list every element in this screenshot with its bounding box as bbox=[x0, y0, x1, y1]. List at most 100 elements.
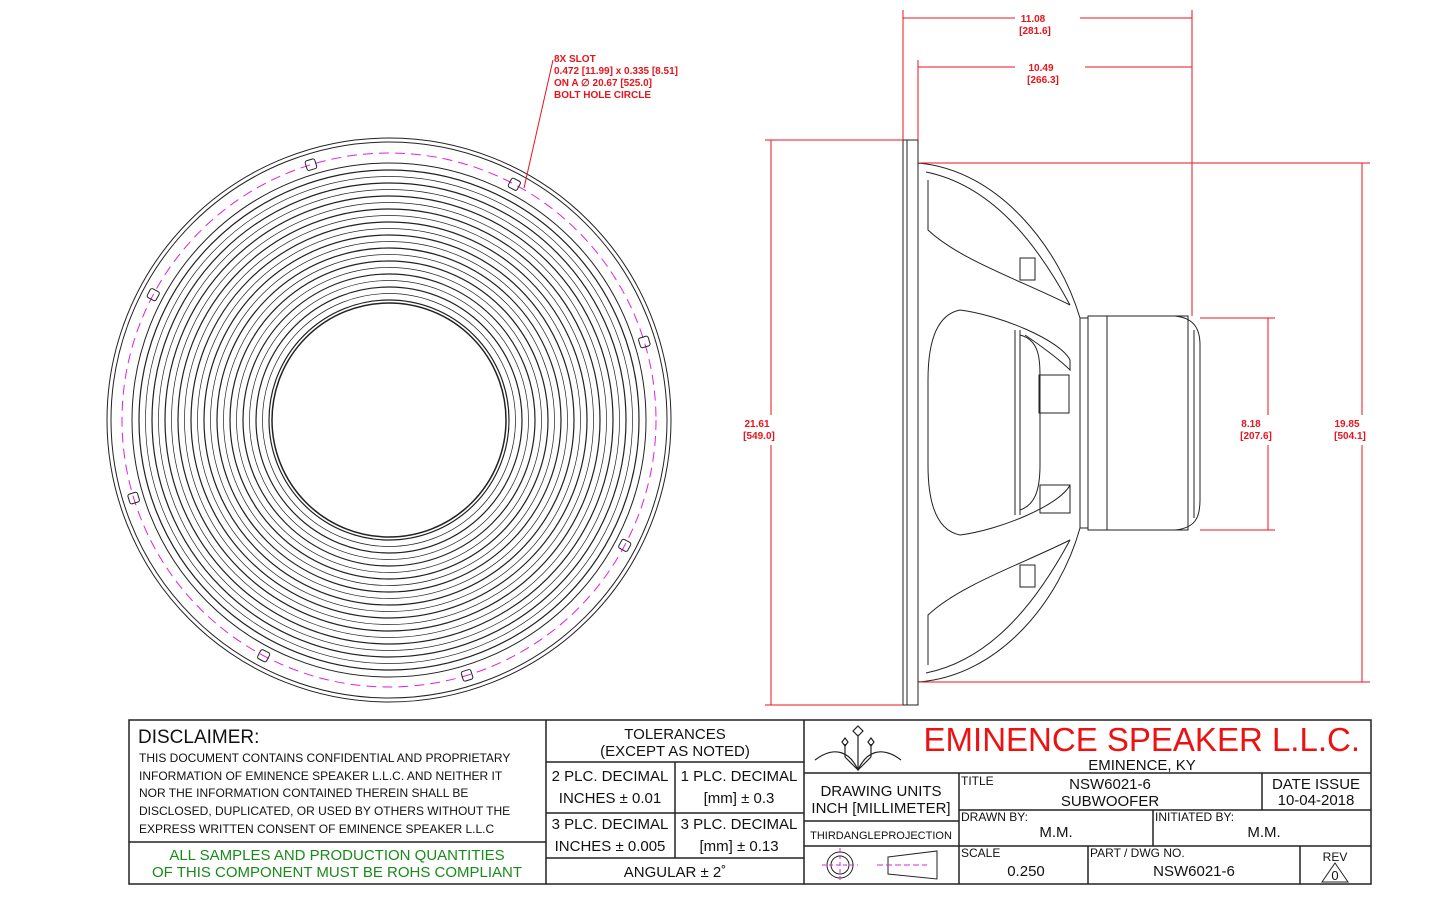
cone-ring bbox=[268, 299, 510, 541]
disclaimer-line: INFORMATION OF EMINENCE SPEAKER L.L.C. A… bbox=[139, 769, 503, 783]
part-description: SUBWOOFER bbox=[1061, 793, 1160, 810]
drawn-by-label: DRAWN BY: bbox=[961, 810, 1028, 824]
bolt-slot bbox=[638, 335, 651, 349]
dim-overall-depth-mm: [281.6] bbox=[1019, 26, 1051, 37]
tol-3plc-mm-label: 3 PLC. DECIMAL bbox=[681, 816, 798, 833]
tolerances-heading: TOLERANCES bbox=[624, 726, 725, 743]
cone-ring bbox=[197, 228, 581, 612]
rev-triangle bbox=[1321, 862, 1349, 883]
tol-3plc-mm-value: [mm] ± 0.13 bbox=[699, 838, 778, 855]
bolt-slot bbox=[460, 669, 474, 682]
bolt-slot bbox=[507, 177, 521, 191]
slot-desc: BOLT HOLE CIRCLE bbox=[554, 90, 651, 101]
side-view bbox=[902, 139, 1201, 706]
slot-size: 0.472 [11.99] x 0.335 [8.51] bbox=[554, 66, 678, 77]
dust-cap-edge bbox=[271, 302, 507, 538]
cone-ring bbox=[242, 273, 536, 567]
rev-value: 0 bbox=[1331, 868, 1338, 883]
tol-1plc-label: 1 PLC. DECIMAL bbox=[681, 768, 798, 785]
dim-overall-diameter: 21.61 bbox=[744, 419, 769, 430]
cone-ring bbox=[203, 234, 575, 606]
title-block: DISCLAIMER: THIS DOCUMENT CONTAINS CONFI… bbox=[128, 719, 1372, 885]
drawing-units-label: DRAWING UNITS bbox=[820, 783, 941, 800]
cone-ring bbox=[255, 286, 523, 554]
third-angle-projection-icon bbox=[822, 848, 938, 882]
cone-ring bbox=[216, 247, 562, 593]
cone-ring bbox=[151, 182, 627, 658]
front-view bbox=[106, 137, 672, 703]
cone-ring bbox=[190, 221, 588, 619]
tol-2plc-label: 2 PLC. DECIMAL bbox=[552, 768, 669, 785]
projection-label: THIRDANGLEPROJECTION bbox=[810, 830, 952, 842]
dim-basket-depth-mm: [266.3] bbox=[1027, 75, 1059, 86]
cone-ring bbox=[158, 189, 620, 651]
cone-ring bbox=[223, 254, 555, 586]
tol-angular: ANGULAR ± 2˚ bbox=[624, 864, 726, 881]
cone-ring bbox=[210, 241, 568, 599]
dimensions bbox=[765, 10, 1370, 706]
magnet bbox=[1087, 315, 1189, 531]
slot-circle: ON A ∅ 20.67 [525.0] bbox=[554, 78, 652, 89]
bolt-circle bbox=[121, 152, 657, 688]
dim-baffle-cutout-mm: [504.1] bbox=[1334, 431, 1366, 442]
tol-2plc-value: INCHES ± 0.01 bbox=[559, 790, 661, 807]
slot-annotation: 8X SLOT 0.472 [11.99] x 0.335 [8.51] ON … bbox=[523, 54, 678, 189]
bolt-slot bbox=[257, 649, 271, 663]
drawing-units-value: INCH [MILLIMETER] bbox=[811, 800, 950, 817]
disclaimer-line: DISCLOSED, DUPLICATED, OR USED BY OTHERS… bbox=[139, 804, 510, 818]
initiated-by: M.M. bbox=[1247, 824, 1280, 841]
part-number-title: NSW6021-6 bbox=[1069, 776, 1151, 793]
date-issue: 10-04-2018 bbox=[1278, 792, 1355, 809]
disclaimer-line: EXPRESS WRITTEN CONSENT OF EMINENCE SPEA… bbox=[139, 822, 495, 836]
tol-3plc-in-label: 3 PLC. DECIMAL bbox=[552, 816, 669, 833]
bolt-slot bbox=[618, 538, 632, 552]
crown-logo bbox=[814, 725, 902, 772]
dim-magnet-diameter: 8.18 bbox=[1241, 419, 1261, 430]
title-label: TITLE bbox=[961, 774, 994, 788]
date-label: DATE ISSUE bbox=[1272, 776, 1360, 793]
rev-label: REV bbox=[1323, 850, 1348, 864]
cone-ring bbox=[236, 267, 542, 573]
rohs-notice: OF THIS COMPONENT MUST BE ROHS COMPLIANT bbox=[152, 864, 522, 881]
cone-ring bbox=[171, 202, 607, 638]
dim-baffle-cutout: 19.85 bbox=[1334, 419, 1359, 430]
cone-ring bbox=[164, 195, 614, 645]
cone-ring bbox=[138, 169, 640, 671]
dimension-labels: 11.08 [281.6] 10.49 [266.3] 21.61 [549.0… bbox=[743, 14, 1366, 442]
frame-edge bbox=[110, 141, 668, 699]
dim-magnet-diameter-mm: [207.6] bbox=[1240, 431, 1272, 442]
cone-ring bbox=[229, 260, 549, 580]
bolt-slot bbox=[127, 491, 140, 505]
mounting-flange bbox=[902, 139, 919, 706]
scale-label: SCALE bbox=[961, 846, 1000, 860]
part-number: NSW6021-6 bbox=[1153, 863, 1235, 880]
disclaimer-line: NOR THE INFORMATION CONTAINED THEREIN SH… bbox=[139, 786, 468, 800]
basket bbox=[917, 162, 1081, 683]
disclaimer-line: THIS DOCUMENT CONTAINS CONFIDENTIAL AND … bbox=[139, 751, 510, 765]
initiated-by-label: INITIATED BY: bbox=[1155, 810, 1234, 824]
cone-ring bbox=[184, 215, 594, 625]
company-location: EMINENCE, KY bbox=[1088, 757, 1196, 774]
surround-edge bbox=[131, 162, 647, 678]
bolt-slot bbox=[304, 158, 318, 171]
bolt-slot bbox=[146, 288, 160, 302]
cone-ring bbox=[177, 208, 601, 632]
cone-ring bbox=[262, 293, 516, 547]
cone-ring bbox=[145, 176, 633, 664]
disclaimer-heading: DISCLAIMER: bbox=[138, 727, 259, 748]
dim-overall-diameter-mm: [549.0] bbox=[743, 431, 775, 442]
tol-1plc-value: [mm] ± 0.3 bbox=[704, 790, 775, 807]
rohs-notice: ALL SAMPLES AND PRODUCTION QUANTITIES bbox=[169, 847, 504, 864]
scale-value: 0.250 bbox=[1007, 863, 1045, 880]
dim-basket-depth: 10.49 bbox=[1028, 63, 1053, 74]
slot-label: 8X SLOT bbox=[554, 54, 596, 65]
drawn-by: M.M. bbox=[1039, 824, 1072, 841]
disclaimer-text: THIS DOCUMENT CONTAINS CONFIDENTIAL AND … bbox=[139, 751, 510, 836]
cone-ring bbox=[249, 280, 529, 560]
company-name: EMINENCE SPEAKER L.L.C. bbox=[924, 721, 1360, 758]
part-label: PART / DWG NO. bbox=[1090, 846, 1185, 860]
tol-3plc-in-value: INCHES ± 0.005 bbox=[555, 838, 666, 855]
frame-outer-edge bbox=[106, 137, 672, 703]
tolerances-subheading: (EXCEPT AS NOTED) bbox=[600, 743, 750, 760]
